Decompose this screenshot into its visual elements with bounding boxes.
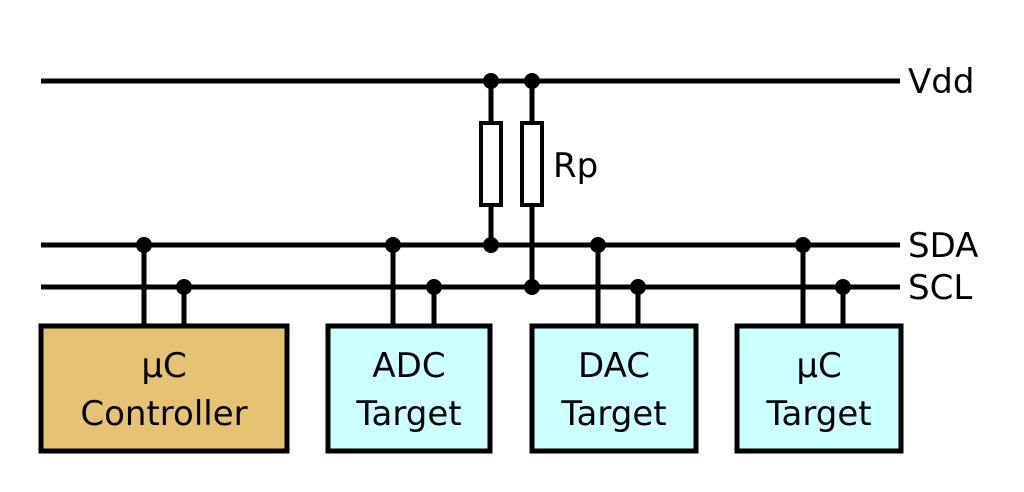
resistor-label: Rp xyxy=(553,146,598,186)
device-label-line1: μC xyxy=(796,346,841,386)
junction-dot xyxy=(426,279,442,295)
device-label-line1: ADC xyxy=(372,346,445,386)
sda-label: SDA xyxy=(908,226,978,266)
scl-label: SCL xyxy=(908,268,972,308)
junction-dot xyxy=(630,279,646,295)
vdd-label: Vdd xyxy=(908,62,974,102)
junction-dot xyxy=(524,73,540,89)
junction-dot xyxy=(136,237,152,253)
device-target: μC Target xyxy=(734,237,904,454)
junction-dot xyxy=(835,279,851,295)
device-label-line2: Target xyxy=(765,394,871,434)
junction-dot xyxy=(524,279,540,295)
junction-dot xyxy=(385,237,401,253)
device-label-line2: Target xyxy=(355,394,461,434)
device-box xyxy=(529,323,699,454)
device-box xyxy=(734,323,904,454)
pullup-resistor-sda xyxy=(479,73,503,253)
pullup-resistor-scl xyxy=(520,73,544,295)
device-label-line2: Target xyxy=(560,394,666,434)
device-box xyxy=(325,323,493,454)
device-target: ADC Target xyxy=(325,237,493,454)
device-box xyxy=(38,323,290,454)
junction-dot xyxy=(795,237,811,253)
junction-dot xyxy=(483,73,499,89)
junction-dot xyxy=(590,237,606,253)
device-label-line1: DAC xyxy=(578,346,650,386)
device-target: DAC Target xyxy=(529,237,699,454)
device-label-line2: Controller xyxy=(80,394,247,434)
junction-dot xyxy=(483,237,499,253)
device-label-line1: μC xyxy=(141,346,186,386)
junction-dot xyxy=(176,279,192,295)
device-controller: μC Controller xyxy=(38,237,290,454)
